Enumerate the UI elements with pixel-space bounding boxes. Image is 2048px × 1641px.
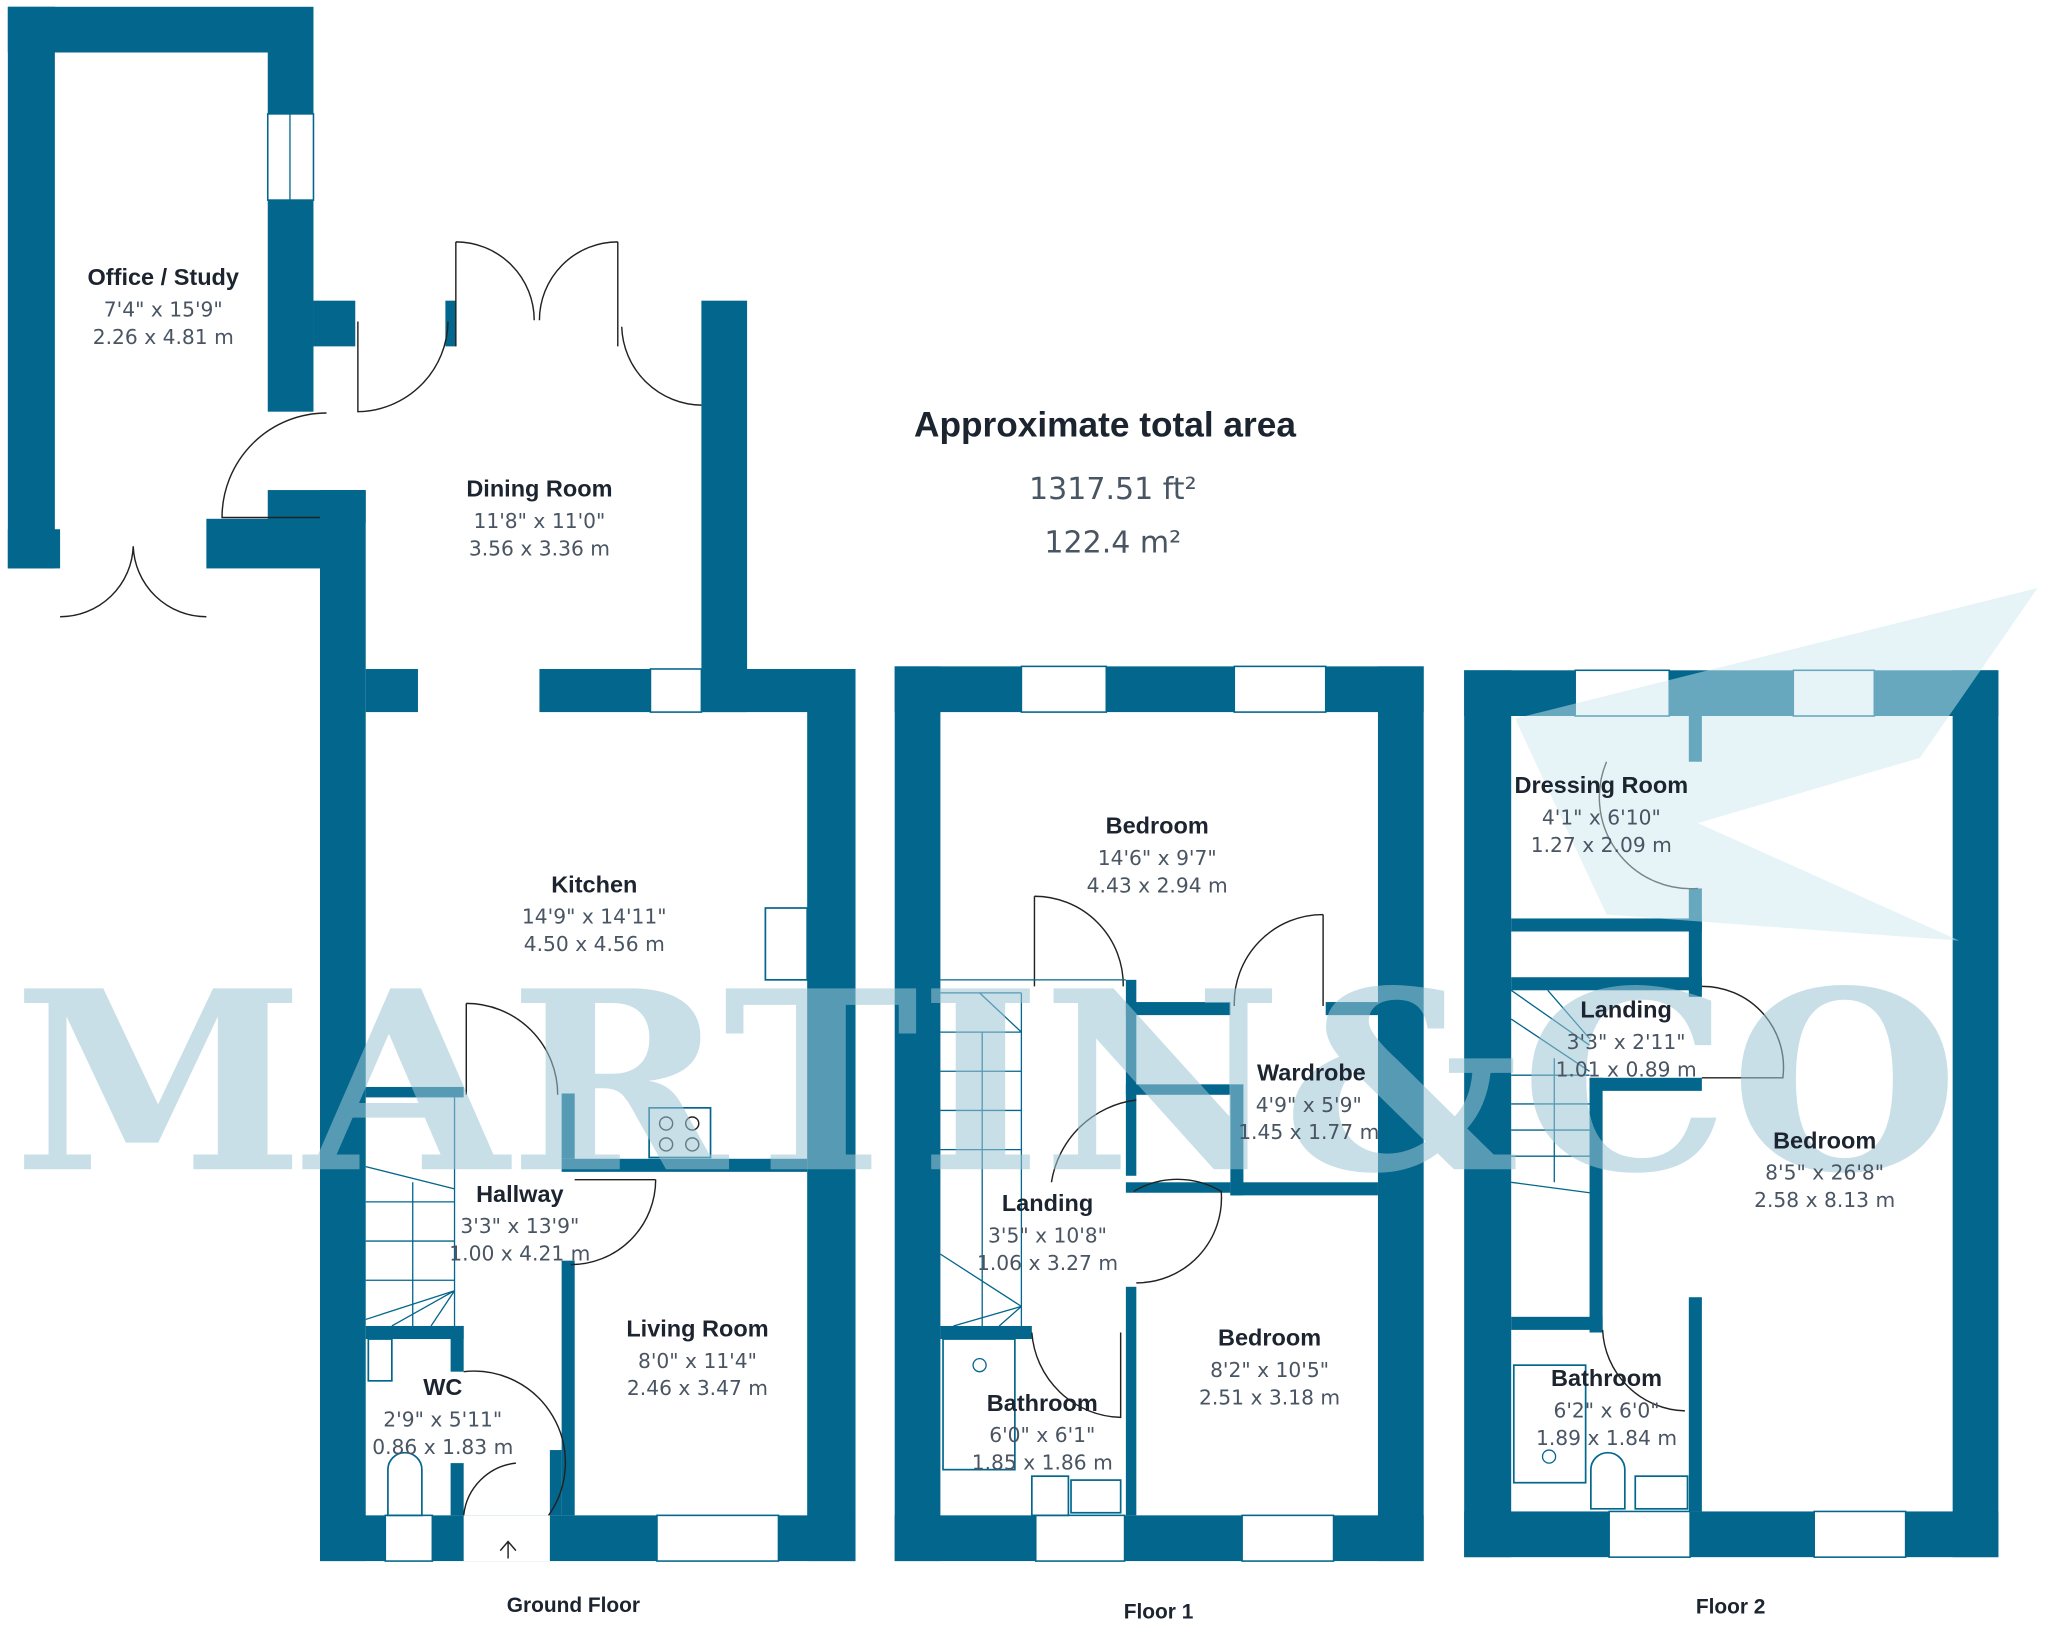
svg-text:Dining Room: Dining Room [466, 476, 612, 502]
svg-text:3'3" x 2'11": 3'3" x 2'11" [1567, 1030, 1686, 1054]
sink [764, 907, 809, 981]
svg-text:3.56 x 3.36 m: 3.56 x 3.36 m [469, 536, 610, 560]
svg-text:Kitchen: Kitchen [551, 871, 637, 897]
svg-text:6'0" x 6'1": 6'0" x 6'1" [989, 1423, 1095, 1447]
room-living-room: Living Room 8'0" x 11'4" 2.46 x 3.47 m [626, 1315, 768, 1400]
svg-text:8'2" x 10'5": 8'2" x 10'5" [1210, 1358, 1329, 1382]
svg-text:Bedroom: Bedroom [1773, 1127, 1876, 1153]
room-bedroom-f1-front: Bedroom 14'6" x 9'7" 4.43 x 2.94 m [1087, 813, 1228, 898]
watermark: MARTIN&CO [13, 936, 1959, 1228]
floor-label: Ground Floor [507, 1594, 640, 1617]
room-landing-f2: Landing 3'3" x 2'11" 1.01 x 0.89 m [1556, 997, 1697, 1082]
ground-floor-plan: Ground Floor [7, 6, 856, 1617]
svg-text:1.06 x 3.27 m: 1.06 x 3.27 m [977, 1251, 1118, 1275]
shower [942, 1338, 1016, 1471]
svg-text:Bedroom: Bedroom [1106, 813, 1209, 839]
door [60, 546, 207, 618]
svg-text:14'6" x 9'7": 14'6" x 9'7" [1098, 846, 1217, 870]
toilet [387, 1451, 423, 1517]
svg-text:2.51 x 3.18 m: 2.51 x 3.18 m [1199, 1385, 1340, 1409]
svg-text:8'0" x 11'4": 8'0" x 11'4" [638, 1349, 757, 1373]
svg-text:Bathroom: Bathroom [987, 1390, 1098, 1416]
floor-2-plan: Floor 2 [1464, 669, 1999, 1618]
room-office-study: Office / Study 7'4" x 15'9" 2.26 x 4.81 m [88, 264, 239, 349]
svg-text:4.43 x 2.94 m: 4.43 x 2.94 m [1087, 873, 1228, 897]
watermark-swoosh [1515, 588, 2038, 941]
room-kitchen: Kitchen 14'9" x 14'11" 4.50 x 4.56 m [522, 871, 667, 956]
area-summary: Approximate total area 1317.51 ft² 122.4… [914, 406, 1296, 561]
svg-text:2.46 x 3.47 m: 2.46 x 3.47 m [627, 1376, 768, 1400]
svg-text:2'9" x 5'11": 2'9" x 5'11" [383, 1408, 502, 1432]
bath-basin [1070, 1479, 1122, 1514]
area-imperial: 1317.51 ft² [1029, 472, 1197, 507]
svg-text:Office / Study: Office / Study [88, 264, 239, 290]
staircase [365, 1097, 456, 1327]
svg-text:Wardrobe: Wardrobe [1257, 1059, 1366, 1085]
svg-text:Landing: Landing [1580, 997, 1671, 1023]
svg-text:Bedroom: Bedroom [1218, 1325, 1321, 1351]
wc-basin [367, 1338, 393, 1382]
room-bedroom-f2: Bedroom 8'5" x 26'8" 2.58 x 8.13 m [1754, 1127, 1895, 1212]
svg-text:2.26 x 4.81 m: 2.26 x 4.81 m [93, 325, 234, 349]
svg-text:Bathroom: Bathroom [1551, 1365, 1662, 1391]
area-metric: 122.4 m² [1044, 526, 1181, 561]
svg-text:4'1" x 6'10": 4'1" x 6'10" [1542, 805, 1661, 829]
svg-text:6'2" x 6'0": 6'2" x 6'0" [1553, 1398, 1659, 1422]
svg-text:0.86 x 1.83 m: 0.86 x 1.83 m [372, 1435, 513, 1459]
room-bathroom-f2: Bathroom 6'2" x 6'0" 1.89 x 1.84 m [1536, 1365, 1677, 1450]
svg-text:3'3" x 13'9": 3'3" x 13'9" [460, 1214, 579, 1238]
room-hallway: Hallway 3'3" x 13'9" 1.00 x 4.21 m [449, 1181, 590, 1266]
room-dressing-room: Dressing Room 4'1" x 6'10" 1.27 x 2.09 m [1514, 772, 1688, 857]
svg-text:4.50 x 4.56 m: 4.50 x 4.56 m [524, 932, 665, 956]
room-landing-f1: Landing 3'5" x 10'8" 1.06 x 3.27 m [977, 1190, 1118, 1275]
svg-text:11'8" x 11'0": 11'8" x 11'0" [474, 509, 606, 533]
hob [648, 1106, 712, 1159]
svg-text:4'9" x 5'9": 4'9" x 5'9" [1256, 1093, 1362, 1117]
svg-text:2.58 x 8.13 m: 2.58 x 8.13 m [1754, 1188, 1895, 1212]
floor-1-plan: Floor 1 [894, 665, 1424, 1624]
svg-text:7'4" x 15'9": 7'4" x 15'9" [104, 297, 223, 321]
svg-text:3'5" x 10'8": 3'5" x 10'8" [988, 1223, 1107, 1247]
floor-label: Floor 2 [1696, 1595, 1766, 1618]
svg-text:8'5" x 26'8": 8'5" x 26'8" [1765, 1161, 1884, 1185]
svg-text:Landing: Landing [1002, 1190, 1093, 1216]
svg-text:14'9" x 14'11": 14'9" x 14'11" [522, 905, 667, 929]
svg-text:Dressing Room: Dressing Room [1514, 772, 1688, 798]
summary-title: Approximate total area [914, 406, 1296, 445]
svg-text:1.85 x 1.86 m: 1.85 x 1.86 m [972, 1451, 1113, 1475]
room-bathroom-f1: Bathroom 6'0" x 6'1" 1.85 x 1.86 m [972, 1390, 1113, 1475]
svg-text:1.27 x 2.09 m: 1.27 x 2.09 m [1531, 833, 1672, 857]
svg-text:Living Room: Living Room [626, 1315, 768, 1341]
svg-text:1.01 x 0.89 m: 1.01 x 0.89 m [1556, 1058, 1697, 1082]
floor-label: Floor 1 [1124, 1601, 1194, 1624]
room-bedroom-f1-rear: Bedroom 8'2" x 10'5" 2.51 x 3.18 m [1199, 1325, 1340, 1410]
svg-text:1.00 x 4.21 m: 1.00 x 4.21 m [449, 1242, 590, 1266]
svg-text:WC: WC [423, 1374, 462, 1400]
room-wc: WC 2'9" x 5'11" 0.86 x 1.83 m [372, 1374, 513, 1459]
svg-text:1.45 x 1.77 m: 1.45 x 1.77 m [1238, 1120, 1379, 1144]
room-dining-room: Dining Room 11'8" x 11'0" 3.56 x 3.36 m [466, 476, 612, 561]
room-wardrobe: Wardrobe 4'9" x 5'9" 1.45 x 1.77 m [1238, 1059, 1379, 1144]
svg-text:Hallway: Hallway [476, 1181, 564, 1207]
svg-text:1.89 x 1.84 m: 1.89 x 1.84 m [1536, 1426, 1677, 1450]
